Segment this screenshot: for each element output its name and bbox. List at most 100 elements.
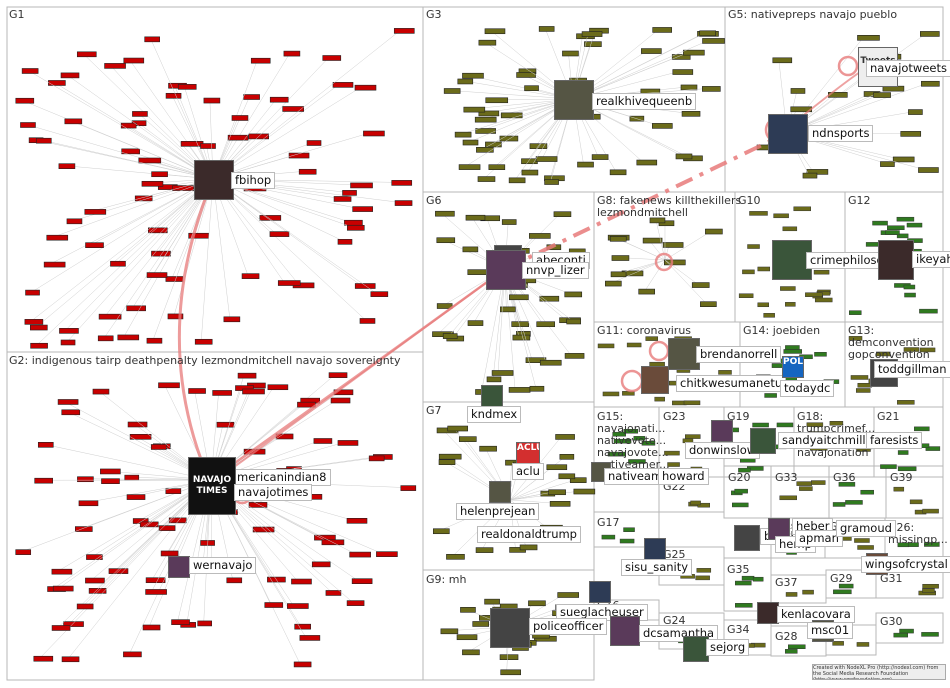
avatar-wernavajo[interactable] — [168, 556, 190, 578]
avatar-sisu_sanity[interactable] — [644, 538, 666, 560]
graph-node — [699, 30, 716, 37]
avatar-brendanorrell[interactable] — [668, 338, 700, 370]
graph-node — [333, 196, 352, 202]
graph-node — [903, 347, 920, 352]
node-label-msc01[interactable]: msc01 — [807, 622, 854, 639]
graph-node — [904, 292, 916, 298]
node-label-chitkwesumanetu[interactable]: chitkwesumanetu — [676, 375, 787, 392]
node-label-howard[interactable]: howard — [658, 468, 709, 485]
graph-node — [465, 214, 486, 221]
node-label-donwinslow[interactable]: donwinslow — [685, 442, 761, 459]
node-label-navajotimes[interactable]: navajotimes — [234, 484, 313, 501]
avatar-sueglacheuser[interactable] — [589, 581, 611, 603]
graph-node — [897, 450, 909, 455]
node-label-aclu[interactable]: aclu — [512, 463, 544, 480]
graph-node — [259, 215, 282, 221]
graph-node — [922, 588, 935, 593]
avatar-todaydc[interactable]: POLITICO — [782, 356, 804, 378]
group-label-g34: G34 — [727, 623, 750, 636]
node-label-apman[interactable]: apman — [795, 530, 843, 547]
graph-node — [252, 526, 275, 533]
edge — [150, 38, 214, 180]
node-label-nnvp_lizer[interactable]: nnvp_lizer — [522, 262, 589, 279]
avatar-fbihop[interactable] — [194, 160, 234, 200]
node-label-wernavajo[interactable]: wernavajo — [189, 557, 257, 574]
graph-node — [391, 180, 413, 186]
graph-node — [784, 649, 798, 654]
node-label-faresists[interactable]: faresists — [866, 432, 923, 449]
avatar-sandyaitch[interactable] — [750, 428, 776, 454]
node-label-toddgillman[interactable]: toddgillman — [874, 361, 950, 378]
node-label-kndmex[interactable]: kndmex — [467, 406, 522, 423]
graph-node — [909, 499, 923, 505]
avatar-ndnsports[interactable] — [768, 114, 808, 154]
avatar-policeofficer[interactable] — [490, 608, 530, 648]
avatar-nnvp_lizer[interactable] — [486, 250, 526, 290]
group-label-g8: G8: fakenews killthekillers lezmondmitch… — [597, 194, 742, 219]
node-label-ndnsports[interactable]: ndnsports — [808, 125, 874, 142]
edge — [66, 74, 214, 180]
graph-node — [718, 370, 732, 375]
node-label-sisu_sanity[interactable]: sisu_sanity — [621, 559, 693, 576]
node-label-helenprejean[interactable]: helenprejean — [456, 503, 540, 520]
edge — [644, 259, 666, 292]
avatar-chitkwesumanetu[interactable] — [641, 366, 669, 394]
avatar-dcsamantha[interactable] — [610, 616, 640, 646]
avatar-helenprejean[interactable] — [489, 481, 511, 503]
node-label-navajotweets[interactable]: navajotweets — [866, 60, 950, 77]
graph-node — [752, 422, 769, 428]
node-label-realkhivequeenb[interactable]: realkhivequeenb — [592, 93, 697, 110]
group-label-g11: G11: coronavirus — [597, 324, 692, 337]
graph-node — [59, 328, 79, 334]
graph-node — [581, 31, 603, 37]
graph-node — [652, 27, 673, 33]
avatar-navajotimes[interactable]: NAVAJO TIMES — [188, 457, 236, 515]
edge — [52, 178, 214, 238]
graph-node — [918, 167, 939, 173]
node-label-ikeyah[interactable]: ikeyah — [912, 251, 950, 268]
node-label-gramoud[interactable]: gramoud — [836, 520, 896, 537]
graph-node — [351, 578, 373, 584]
node-label-kenlacovara[interactable]: kenlacovara — [777, 606, 855, 623]
graph-node — [654, 396, 665, 402]
graph-node — [368, 455, 385, 462]
graph-node — [63, 621, 84, 627]
edge — [91, 178, 214, 245]
avatar-kenlacovara[interactable] — [757, 602, 779, 624]
nodexl-credit: Created with NodeXL Pro (http://nodexl.c… — [812, 664, 946, 680]
graph-node — [922, 508, 939, 514]
edge — [212, 178, 345, 242]
node-label-policeofficer[interactable]: policeofficer — [529, 618, 608, 635]
node-label-todaydc[interactable]: todaydc — [780, 380, 835, 397]
node-label-wingsofcrystal[interactable]: wingsofcrystal — [861, 556, 950, 573]
graph-node — [757, 302, 769, 308]
graph-node — [432, 528, 450, 535]
avatar-aclu[interactable]: ACLU — [516, 442, 540, 466]
avatar-realkhivequeenb[interactable] — [554, 80, 594, 120]
graph-node — [814, 352, 827, 357]
graph-node — [683, 400, 701, 406]
graph-node — [702, 38, 725, 44]
avatar-kndmex[interactable] — [481, 385, 503, 407]
node-label-fbihop[interactable]: fbihop — [231, 172, 276, 189]
node-label-sejorg[interactable]: sejorg — [706, 639, 750, 656]
avatar-sejorg[interactable] — [683, 636, 709, 662]
graph-node — [78, 500, 99, 507]
graph-node — [123, 651, 142, 658]
graph-node — [925, 446, 941, 451]
avatar-donwinslow[interactable] — [711, 420, 733, 442]
node-label-realdonaldtrump[interactable]: realdonaldtrump — [477, 526, 581, 543]
graph-node — [126, 494, 146, 500]
graph-node — [462, 246, 479, 253]
graph-node — [610, 271, 627, 278]
node-label-sandyaitch[interactable]: sandyaitchmiller — [778, 432, 882, 449]
avatar-breitbart[interactable] — [734, 525, 760, 551]
edge — [90, 178, 214, 212]
graph-node — [242, 388, 265, 395]
group-label-g36: G36 — [833, 471, 856, 484]
graph-node — [85, 242, 104, 248]
edge — [83, 53, 214, 180]
edge — [129, 59, 214, 180]
avatar-ikeyah[interactable] — [878, 240, 914, 280]
node-label-brendanorrell[interactable]: brendanorrell — [696, 346, 782, 363]
